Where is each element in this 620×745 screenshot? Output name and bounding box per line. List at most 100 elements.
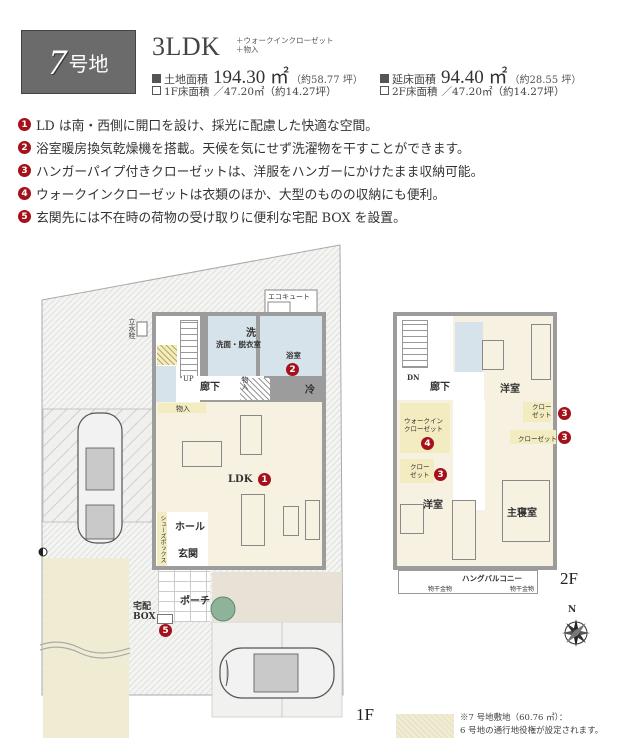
closet-a-label: クロー ゼット [532,403,552,419]
storage-label: 物入 [241,376,249,390]
delivery-box-icon [157,614,173,624]
faucet-label: 立水栓 [128,318,136,339]
porch-label: ポーチ [180,596,210,607]
total-floor-area-row: 延床面積 94.40 ㎡ （約28.55 坪） [380,62,581,89]
number-badge-icon: 3 [18,164,31,177]
layout-type: 3LDK [152,32,221,61]
balcony-label: ハングバルコニー [462,574,522,583]
storage-1f-b [158,403,206,413]
porch [158,570,210,622]
number-badge-icon: 1 [18,118,31,131]
hallway-2f-label: 廊下 [430,382,450,393]
marker-1: 1 [258,473,271,486]
land-area-row: 土地面積 194.30 ㎡ （約58.77 坪） [152,62,363,89]
marker-5: 5 [159,624,172,637]
hallway-1f-label: 廊下 [200,382,220,393]
feature-item: 4 ウォークインクローゼットは衣類のほか、大型のものの収納にも便利。 [18,182,483,205]
floor1-area-label: 1F床面積 [164,86,210,98]
hang-balcony [398,570,538,594]
hardware-label: 物干金物 [428,586,453,593]
western1-label: 洋室 [500,384,520,395]
number-badge-icon: 4 [18,187,31,200]
floor2-label: 2F [560,569,578,588]
feature-item: 3 ハンガーパイプ付きクローゼットは、洋服をハンガーにかけたまま収納可能。 [18,159,483,182]
car-icon [219,647,335,699]
shoebox [157,512,167,566]
ldk-label: LDK [228,474,253,485]
coffee-table [283,506,299,536]
hall-label: ホール [175,522,205,533]
desk-western2 [400,504,424,534]
number-badge-icon: 5 [18,210,31,223]
filled-square-icon [152,74,161,83]
legend-line-1: ※7 号地敷地（60.76 ㎡）： [460,713,568,723]
master-bedroom-label: 主寝室 [507,508,537,519]
feature-text: 玄関先には不在時の荷物の受け取りに便利な宅配 BOX を設置。 [36,211,406,226]
storage-under-stairs [157,345,177,365]
western2-label: 洋室 [423,500,443,511]
stairs-2f [402,320,428,368]
empty-square-icon [380,86,389,95]
floor2-area-label: 2F床面積 [392,86,438,98]
bed-western1 [531,324,551,380]
washroom [208,316,256,386]
layout-extra-wic: ＋ウォークインクローゼット [236,36,334,45]
feature-text: 浴室暖房換気乾燥機を搭載。天候を気にせず洗濯物を干すことができます。 [36,142,470,157]
total-floor-area-value: 94.40 ㎡ [441,67,508,88]
lot-badge: 7 号地 [21,30,136,94]
land-area-label: 土地面積 [164,73,208,86]
marker-3c: 3 [434,468,447,481]
desk-western1 [482,340,504,370]
floor1-area-value: ／47.20㎡（約14.27坪） [213,86,337,98]
bed-western2 [452,500,476,560]
floor1-label: 1F [356,705,374,724]
feature-list: 1 LD は南・西側に開口を設け、採光に配慮した快適な空間。 2 浴室暖房換気乾燥機… [18,113,483,228]
feature-text: ハンガーパイプ付きクローゼットは、洋服をハンガーにかけたまま収納可能。 [36,165,484,180]
feature-item: 2 浴室暖房換気乾燥機を搭載。天候を気にせず洗濯物を干すことができます。 [18,136,483,159]
feature-text: LD は南・西側に開口を設け、採光に配慮した快適な空間。 [36,119,379,134]
easement-swatch [396,714,454,738]
filled-square-icon [380,74,389,83]
closet-b-label: クローゼット [518,435,557,443]
entrance-label: 玄関 [178,549,198,560]
fridge-label: 冷 [305,385,315,396]
storage-label: 物入 [176,405,190,413]
car-icon [77,412,123,544]
up-label: UP [183,375,194,383]
marker-3b: 3 [558,431,571,444]
wic-label: ウォークイン クローゼット [404,417,443,433]
tv-stand [305,500,320,540]
compass-rose-icon [562,619,590,647]
bath-label: 浴室 [286,351,301,360]
legend-line-2: 6 号地の通行地役権が設定されます。 [460,726,604,736]
land-area-tsubo: （約58.77 坪） [291,75,363,86]
lot-suffix: 号地 [68,51,109,76]
stairs [180,320,198,378]
total-floor-area-label: 延床面積 [392,73,436,86]
marker-2: 2 [286,363,299,376]
delivery-box-label: 宅配 BOX [133,602,156,622]
closet-b [510,430,556,444]
hallway-2f [400,372,484,400]
sofa [241,494,265,546]
total-floor-area-tsubo: （約28.55 坪） [509,75,582,86]
compass: N [560,605,596,651]
layout-extra-storage: ＋物入 [236,45,259,54]
washroom-label: 洗面・脱衣室 [216,340,261,349]
feature-text: ウォークインクローゼットは衣類のほか、大型のものの収納にも便利。 [36,188,446,203]
lot-number: 7 [48,42,67,82]
hardware-label: 物干金物 [510,586,535,593]
kitchen-counter [240,415,262,455]
dn-label: DN [407,373,420,382]
feature-item: 1 LD は南・西側に開口を設け、採光に配慮した快適な空間。 [18,113,483,136]
closet-a [523,402,551,422]
number-badge-icon: 2 [18,141,31,154]
shoebox-label: シューズボックス [159,515,166,563]
wash-label: 洗 [246,328,256,339]
dining-table [182,441,222,467]
floor1-area-row: 1F床面積 ／47.20㎡（約14.27坪） [152,84,337,99]
closet-c-label: クロー ゼット [410,463,430,479]
ecocute-label: エコキュート [268,293,310,301]
toilet [156,366,176,402]
layout-extras: ＋ウォークインクローゼット ＋物入 [236,36,334,54]
